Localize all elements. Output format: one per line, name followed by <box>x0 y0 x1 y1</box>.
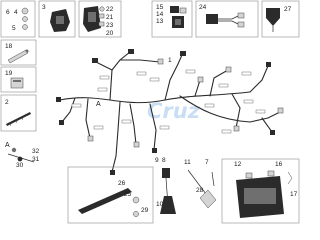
callout-28: 28 <box>196 187 204 194</box>
part-box-20-23[interactable]: 22 21 23 20 <box>78 0 122 38</box>
callout-13: 13 <box>156 18 164 25</box>
callout-16: 16 <box>275 161 283 168</box>
part-box-3[interactable]: 3 <box>38 0 76 38</box>
callout-22: 22 <box>106 6 114 13</box>
callout-21: 21 <box>106 14 114 21</box>
part-box-4-5-6[interactable]: 6 4 5 <box>0 0 36 38</box>
callout-7: 7 <box>205 159 209 166</box>
callout-19: 19 <box>5 70 13 77</box>
part-box-19[interactable]: 19 <box>0 66 37 93</box>
callout-27: 27 <box>284 6 292 13</box>
callout-12: 12 <box>234 161 242 168</box>
callout-1: 1 <box>168 57 172 64</box>
watermark: Cruz <box>147 99 201 123</box>
callout-3: 3 <box>42 4 46 11</box>
part-box-13-15[interactable]: 15 14 13 <box>151 0 193 38</box>
callout-4: 4 <box>14 9 18 16</box>
callout-10: 10 <box>156 201 164 208</box>
part-box-12-16-17[interactable]: 12 16 17 <box>221 158 300 224</box>
detail-a-label-top: A <box>96 101 101 108</box>
callout-8: 8 <box>162 157 166 164</box>
part-box-18[interactable]: 18 <box>0 39 37 66</box>
callout-23: 23 <box>106 22 114 29</box>
callout-24: 24 <box>199 4 207 11</box>
callout-17: 17 <box>290 191 298 198</box>
callout-32: 32 <box>32 148 40 155</box>
callout-9: 9 <box>155 157 159 164</box>
part-box-24[interactable]: 24 <box>195 0 259 38</box>
callout-11: 11 <box>184 159 191 166</box>
callout-15: 15 <box>156 4 164 11</box>
exploded-wiring-diagram: 6 4 5 3 22 21 23 20 15 14 13 24 <box>0 0 300 224</box>
part-11-7-28[interactable]: 11 7 28 <box>184 159 217 209</box>
main-wiring-harness[interactable]: Cruz <box>56 49 284 175</box>
callout-31: 31 <box>32 156 40 163</box>
part-box-2[interactable]: 2 <box>0 94 37 132</box>
part-9-10-8[interactable]: 9 8 10 <box>155 157 176 214</box>
callout-26: 26 <box>118 180 126 187</box>
callout-18: 18 <box>5 43 13 50</box>
detail-a-30-31-32[interactable]: A 32 31 30 <box>5 142 40 169</box>
callout-14: 14 <box>156 11 164 18</box>
callout-2: 2 <box>5 99 9 106</box>
callout-6: 6 <box>6 9 10 16</box>
part-box-27[interactable]: 27 <box>261 0 300 38</box>
callout-29: 29 <box>141 207 149 214</box>
callout-30: 30 <box>16 162 24 169</box>
callout-25: 25 <box>124 191 132 198</box>
part-box-25-26-29[interactable]: 26 25 29 <box>67 166 154 224</box>
detail-a-label-left: A <box>5 142 10 149</box>
callout-5: 5 <box>12 25 16 32</box>
callout-20: 20 <box>106 30 114 37</box>
